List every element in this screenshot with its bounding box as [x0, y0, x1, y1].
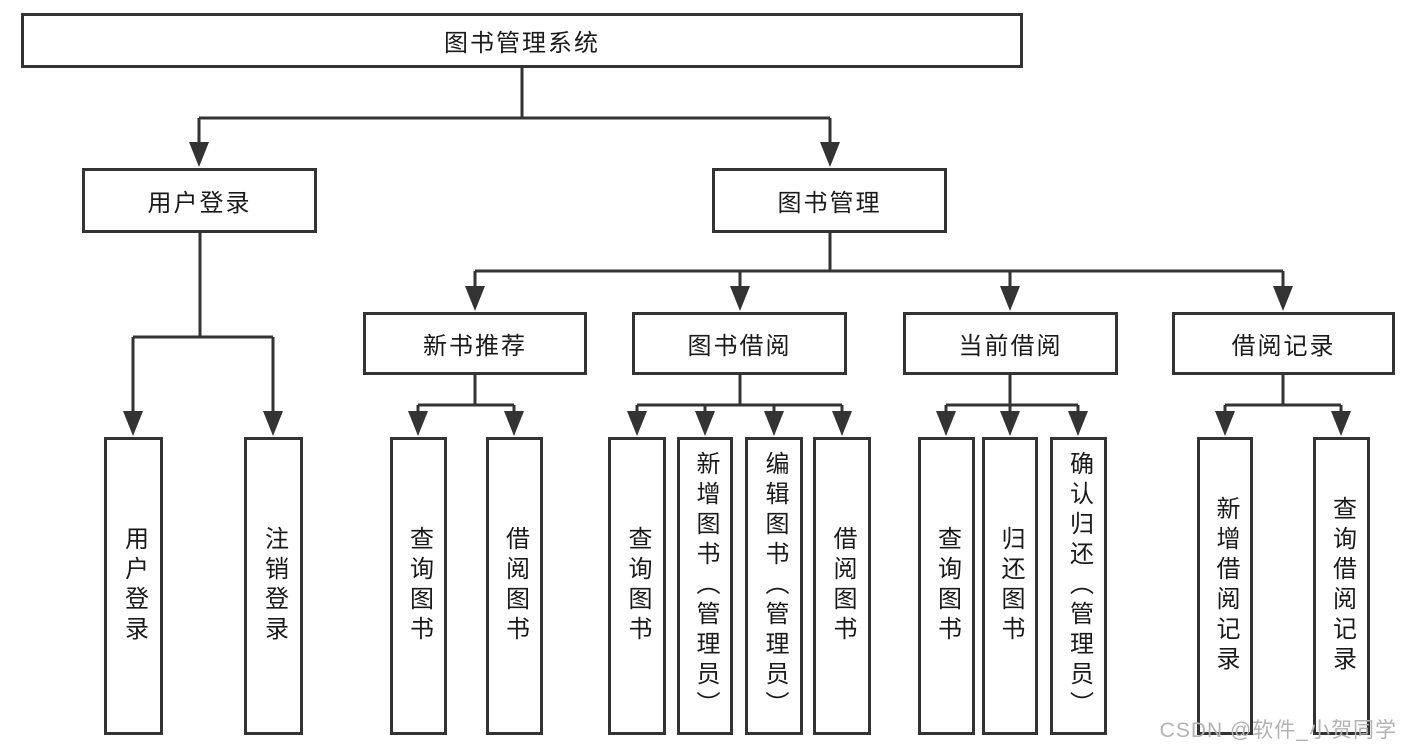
- node-user-login-group: 用户登录: [82, 168, 317, 233]
- leaf-query-borrow-record: 查询借阅记录: [1313, 437, 1370, 735]
- leaf-label: 借阅图书: [829, 526, 856, 646]
- leaf-label: 新增图书（管理员）: [692, 451, 719, 721]
- arrowheads: [123, 142, 1351, 436]
- leaf-confirm-return-admin: 确认归还（管理员）: [1050, 437, 1107, 735]
- leaf-label: 确认归还（管理员）: [1065, 451, 1093, 721]
- node-label: 用户登录: [147, 190, 252, 217]
- node-label: 图书管理: [777, 190, 882, 217]
- leaf-query-books-1: 查询图书: [390, 437, 447, 735]
- leaf-label: 用户登录: [120, 526, 148, 646]
- leaf-query-books-3: 查询图书: [918, 437, 975, 735]
- leaf-label: 归还图书: [997, 526, 1024, 646]
- leaf-logout: 注销登录: [244, 437, 303, 735]
- node-book-borrow: 图书借阅: [632, 312, 847, 375]
- leaf-label: 编辑图书（管理员）: [761, 451, 788, 721]
- leaf-query-books-2: 查询图书: [608, 437, 666, 735]
- leaf-label: 查询借阅记录: [1328, 496, 1356, 676]
- leaf-add-borrow-record: 新增借阅记录: [1197, 437, 1253, 735]
- node-book-management: 图书管理: [712, 168, 947, 233]
- leaf-label: 借阅图书: [501, 526, 529, 646]
- node-root: 图书管理系统: [21, 13, 1023, 68]
- leaf-label: 新增借阅记录: [1212, 496, 1239, 676]
- node-label: 借阅记录: [1231, 333, 1336, 360]
- leaf-borrow-books-2: 借阅图书: [813, 437, 871, 735]
- node-borrow-record: 借阅记录: [1172, 312, 1395, 375]
- csdn-watermark: CSDN @软件_小贺同学: [1159, 719, 1397, 742]
- leaf-return-books: 归还图书: [982, 437, 1038, 735]
- node-current-borrow: 当前借阅: [903, 312, 1118, 375]
- node-label: 当前借阅: [958, 333, 1063, 360]
- leaf-user-login: 用户登录: [104, 437, 163, 735]
- leaf-label: 注销登录: [260, 526, 288, 646]
- node-label: 图书借阅: [687, 333, 792, 360]
- leaf-label: 查询图书: [933, 526, 961, 646]
- leaf-edit-books-admin: 编辑图书（管理员）: [745, 437, 803, 735]
- node-root-label: 图书管理系统: [444, 30, 600, 57]
- leaf-add-books-admin: 新增图书（管理员）: [677, 437, 733, 735]
- leaf-label: 查询图书: [405, 526, 433, 646]
- node-label: 新书推荐: [423, 333, 527, 360]
- leaf-label: 查询图书: [624, 526, 651, 646]
- node-new-book-recommend: 新书推荐: [363, 312, 587, 375]
- leaf-borrow-books-1: 借阅图书: [486, 437, 543, 735]
